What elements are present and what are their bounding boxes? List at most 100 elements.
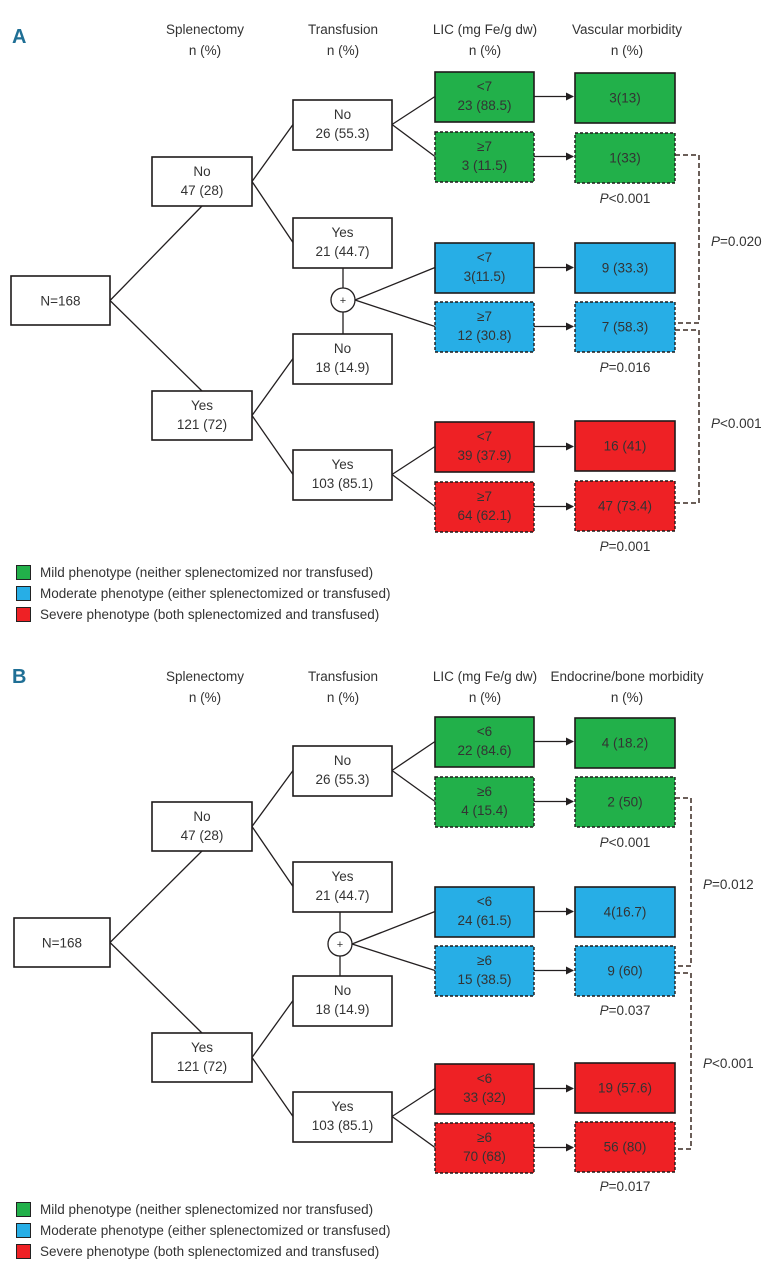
lic-node-threshold: ≥6 (477, 1130, 492, 1145)
transfusion-node-value: 21 (44.7) (315, 244, 369, 259)
legend-panel-a: Mild phenotype (neither splenectomized n… (16, 562, 390, 625)
root-node-label: N=168 (40, 294, 80, 309)
legend-item-moderate: Moderate phenotype (either splenectomize… (16, 1220, 390, 1241)
lic-node-value: 64 (62.1) (457, 508, 511, 523)
legend-swatch-moderate (16, 586, 31, 601)
transfusion-node-label: No (334, 341, 351, 356)
transfusion-node-value: 18 (14.9) (315, 360, 369, 375)
legend-item-mild: Mild phenotype (neither splenectomized n… (16, 562, 390, 583)
legend-item-severe: Severe phenotype (both splenectomized an… (16, 1241, 390, 1262)
transfusion-node-value: 18 (14.9) (315, 1002, 369, 1017)
outcome-node-moderate-low (574, 886, 676, 938)
p-value-between-group: P=0.012 (703, 877, 754, 892)
outcome-node-moderate-high (574, 945, 676, 997)
transfusion-node-no (292, 975, 393, 1027)
splenectomy-node-value: 121 (72) (177, 1059, 227, 1074)
lic-node-severe-high (434, 1122, 535, 1174)
transfusion-node-yes (292, 449, 393, 501)
outcome-node-mild-high (574, 776, 676, 828)
lic-node-value: 33 (32) (463, 1090, 506, 1105)
column-header-lic-unit: n (%) (469, 690, 501, 705)
splenectomy-node-no (151, 156, 253, 207)
legend-item-moderate: Moderate phenotype (either splenectomize… (16, 583, 390, 604)
column-header-transfusion: Transfusion (308, 22, 378, 37)
legend-panel-b: Mild phenotype (neither splenectomized n… (16, 1199, 390, 1262)
legend-swatch-severe (16, 1244, 31, 1259)
column-header-lic: LIC (mg Fe/g dw) (433, 22, 537, 37)
lic-node-value: 12 (30.8) (457, 328, 511, 343)
dashed-connector-moderate-severe (675, 972, 692, 1150)
lic-node-value: 4 (15.4) (461, 803, 508, 818)
lic-node-moderate-low (434, 242, 535, 294)
splenectomy-node-value: 121 (72) (177, 417, 227, 432)
plus-icon: + (340, 295, 346, 307)
splenectomy-node-value: 47 (28) (181, 183, 224, 198)
outcome-node-moderate-low (574, 242, 676, 294)
lic-node-value: 23 (88.5) (457, 98, 511, 113)
splenectomy-node-value: 47 (28) (181, 828, 224, 843)
transfusion-node-value: 21 (44.7) (315, 888, 369, 903)
column-header-transfusion-unit: n (%) (327, 690, 359, 705)
p-value-within-group: P=0.016 (600, 360, 651, 375)
column-header-outcome-unit: n (%) (611, 43, 643, 58)
column-header-splenectomy-unit: n (%) (189, 690, 221, 705)
transfusion-node-value: 26 (55.3) (315, 772, 369, 787)
column-header-splenectomy: Splenectomy (166, 669, 244, 684)
plus-icon: + (337, 939, 343, 951)
lic-node-value: 39 (37.9) (457, 448, 511, 463)
dashed-connector-moderate-severe (675, 329, 700, 504)
outcome-node-severe-high (574, 1121, 676, 1173)
outcome-node-value: 16 (41) (604, 439, 647, 454)
column-header-lic-unit: n (%) (469, 43, 501, 58)
p-value-within-group: P=0.037 (600, 1003, 651, 1018)
dashed-connector-mild-moderate (675, 797, 692, 967)
lic-node-threshold: ≥6 (477, 953, 492, 968)
transfusion-node-label: No (334, 753, 351, 768)
outcome-node-value: 4 (18.2) (602, 736, 649, 751)
transfusion-node-label: Yes (331, 225, 353, 240)
transfusion-node-label: Yes (331, 869, 353, 884)
outcome-node-value: 47 (73.4) (598, 499, 652, 514)
outcome-node-mild-low (574, 72, 676, 124)
splenectomy-node-label: No (193, 164, 210, 179)
root-node-label: N=168 (42, 936, 82, 951)
lic-node-threshold: ≥6 (477, 784, 492, 799)
lic-node-value: 15 (38.5) (457, 972, 511, 987)
column-header-splenectomy-unit: n (%) (189, 43, 221, 58)
lic-node-threshold: <6 (477, 1071, 492, 1086)
lic-node-mild-high (434, 131, 535, 183)
lic-node-moderate-high (434, 301, 535, 353)
panel-letter: B (12, 666, 26, 688)
legend-label: Severe phenotype (both splenectomized an… (40, 607, 380, 622)
outcome-node-value: 7 (58.3) (602, 320, 649, 335)
transfusion-node-yes (292, 861, 393, 913)
legend-swatch-mild (16, 565, 31, 580)
outcome-node-value: 2 (50) (607, 795, 642, 810)
outcome-node-value: 56 (80) (604, 1140, 647, 1155)
lic-node-mild-high (434, 776, 535, 828)
outcome-node-value: 3(13) (609, 91, 641, 106)
outcome-node-severe-low (574, 1062, 676, 1114)
transfusion-node-label: Yes (331, 457, 353, 472)
legend-label: Moderate phenotype (either splenectomize… (40, 1223, 391, 1238)
lic-node-value: 3 (11.5) (462, 158, 508, 173)
p-value-between-group: P=0.020 (711, 234, 762, 249)
lic-node-threshold: ≥7 (477, 309, 492, 324)
transfusion-node-no (292, 745, 393, 797)
transfusion-node-value: 103 (85.1) (312, 476, 374, 491)
splenectomy-node-label: Yes (191, 398, 213, 413)
splenectomy-node-label: Yes (191, 1040, 213, 1055)
transfusion-node-value: 26 (55.3) (315, 126, 369, 141)
lic-node-threshold: ≥7 (477, 489, 492, 504)
lic-node-value: 24 (61.5) (457, 913, 511, 928)
lic-node-threshold: <7 (477, 79, 492, 94)
legend-swatch-severe (16, 607, 31, 622)
splenectomy-node-label: No (193, 809, 210, 824)
lic-node-moderate-high (434, 945, 535, 997)
outcome-node-severe-high (574, 480, 676, 532)
root-node-box (13, 917, 111, 968)
outcome-node-value: 9 (60) (607, 964, 642, 979)
p-value-within-group: P<0.001 (600, 835, 651, 850)
